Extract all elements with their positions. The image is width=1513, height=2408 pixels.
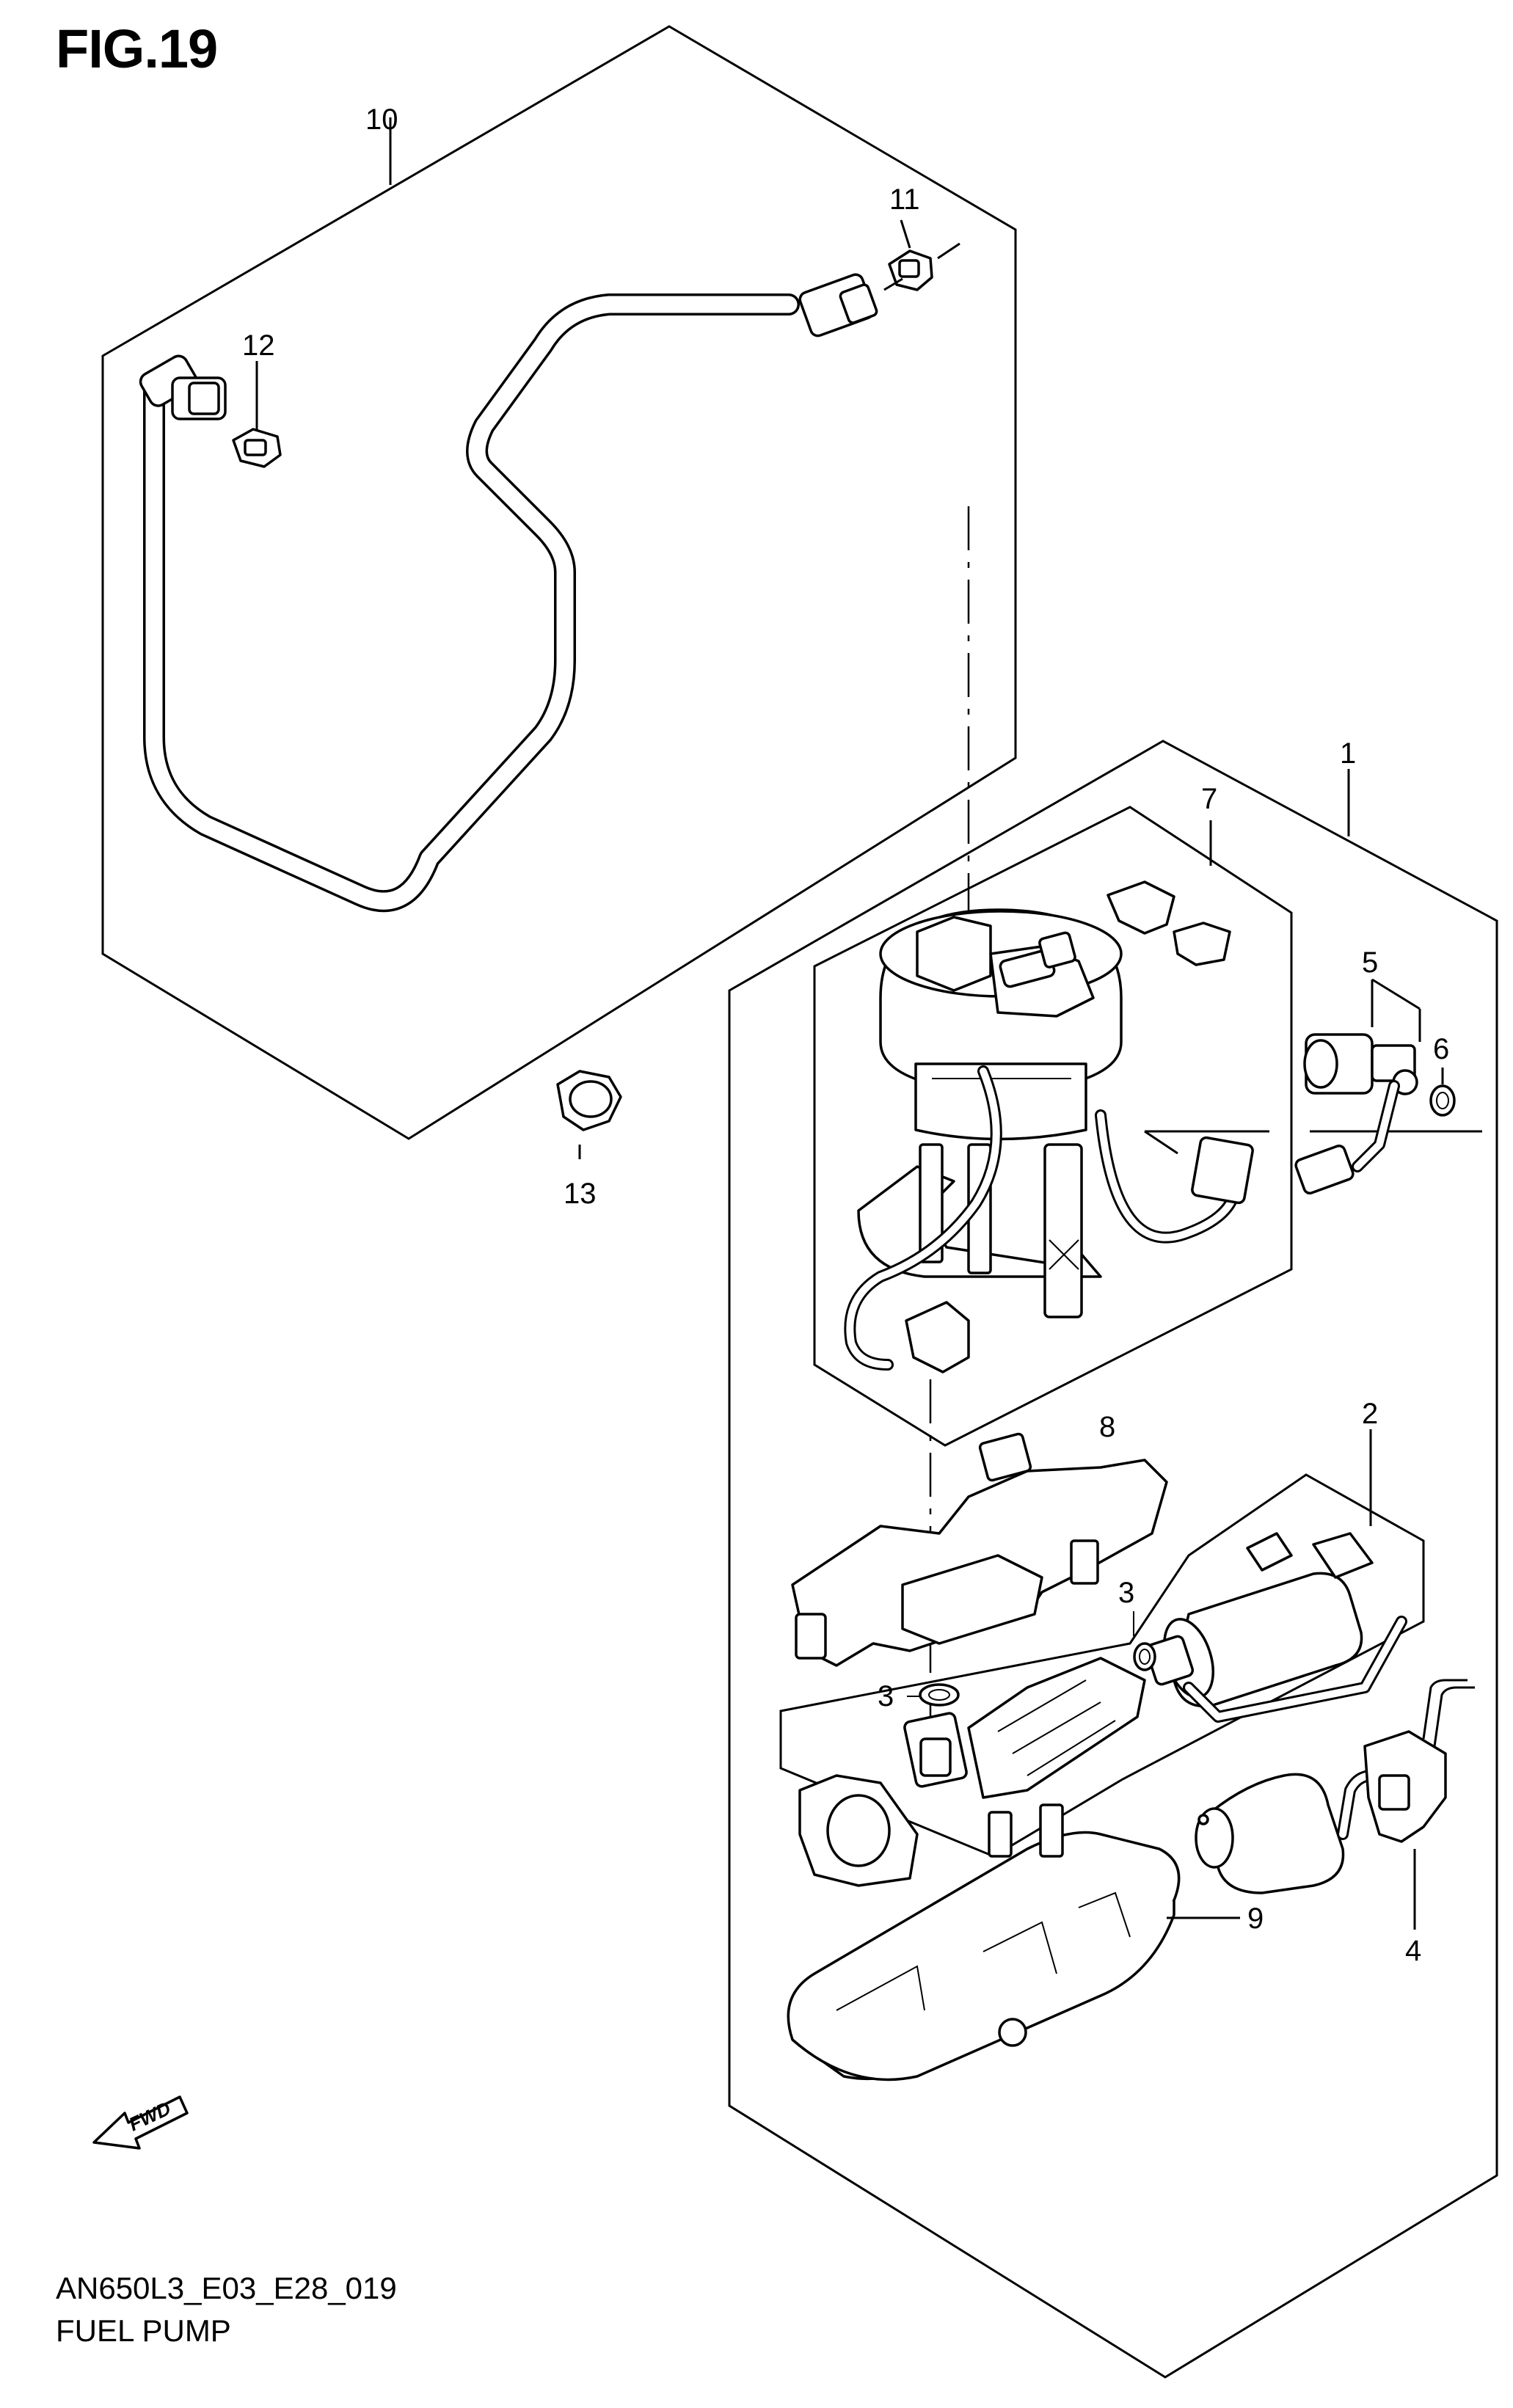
pump-bracket[interactable] bbox=[857, 1143, 1102, 1318]
fuel-level-sensor[interactable] bbox=[1195, 1679, 1475, 1930]
callout-10: 10 bbox=[365, 103, 398, 136]
hose-clamp-11[interactable] bbox=[883, 219, 960, 291]
figure-code: AN650L3_E03_E28_019 bbox=[56, 2271, 397, 2305]
fwd-arrow: FWD bbox=[92, 2095, 189, 2150]
pressure-regulator[interactable] bbox=[1294, 978, 1421, 1195]
callout-11: 11 bbox=[889, 183, 920, 216]
callout-7: 7 bbox=[1201, 783, 1217, 815]
hose-clamp-12[interactable] bbox=[232, 361, 282, 468]
o-ring-3-left[interactable] bbox=[919, 1683, 960, 1707]
callout-3-left: 3 bbox=[878, 1680, 894, 1712]
figure-name: FUEL PUMP bbox=[56, 2313, 231, 2348]
leader-lines bbox=[907, 1611, 1134, 1697]
pump-assembly-frame bbox=[728, 740, 1498, 2379]
callout-6: 6 bbox=[1433, 1033, 1449, 1065]
fuel-hose[interactable] bbox=[137, 272, 878, 913]
fuel-pump-motor[interactable] bbox=[1145, 1532, 1407, 1723]
o-ring-6[interactable] bbox=[1429, 1068, 1456, 1117]
pump-top-frame bbox=[813, 806, 1293, 1447]
pump-case[interactable] bbox=[791, 1432, 1168, 1667]
fuel-pump-pan[interactable] bbox=[787, 1803, 1240, 2082]
figure-footer: AN650L3_E03_E28_019 FUEL PUMP bbox=[56, 2267, 397, 2352]
pump-clips[interactable] bbox=[1107, 880, 1231, 966]
callout-3-right: 3 bbox=[1118, 1577, 1134, 1609]
callout-4: 4 bbox=[1405, 1935, 1421, 1967]
callout-12: 12 bbox=[242, 329, 275, 362]
callout-5: 5 bbox=[1362, 946, 1378, 979]
figure-title: FIG.19 bbox=[56, 18, 218, 79]
pump-harness[interactable] bbox=[844, 1065, 1254, 1373]
callout-labels: 10 11 12 13 1 7 5 6 8 2 3 3 4 9 bbox=[242, 103, 1449, 1967]
pump-strainer-assembly[interactable] bbox=[798, 1657, 1146, 1887]
pump-flange-cap[interactable] bbox=[879, 908, 1123, 1141]
callout-13: 13 bbox=[564, 1178, 597, 1210]
hose-clamp-13[interactable] bbox=[556, 1070, 622, 1159]
hose-group-frame bbox=[101, 25, 1017, 1140]
o-ring-3-right[interactable] bbox=[1133, 1642, 1156, 1671]
callout-9: 9 bbox=[1247, 1902, 1264, 1935]
callout-2: 2 bbox=[1362, 1398, 1378, 1430]
callout-1: 1 bbox=[1340, 737, 1356, 770]
callout-8: 8 bbox=[1099, 1411, 1115, 1443]
